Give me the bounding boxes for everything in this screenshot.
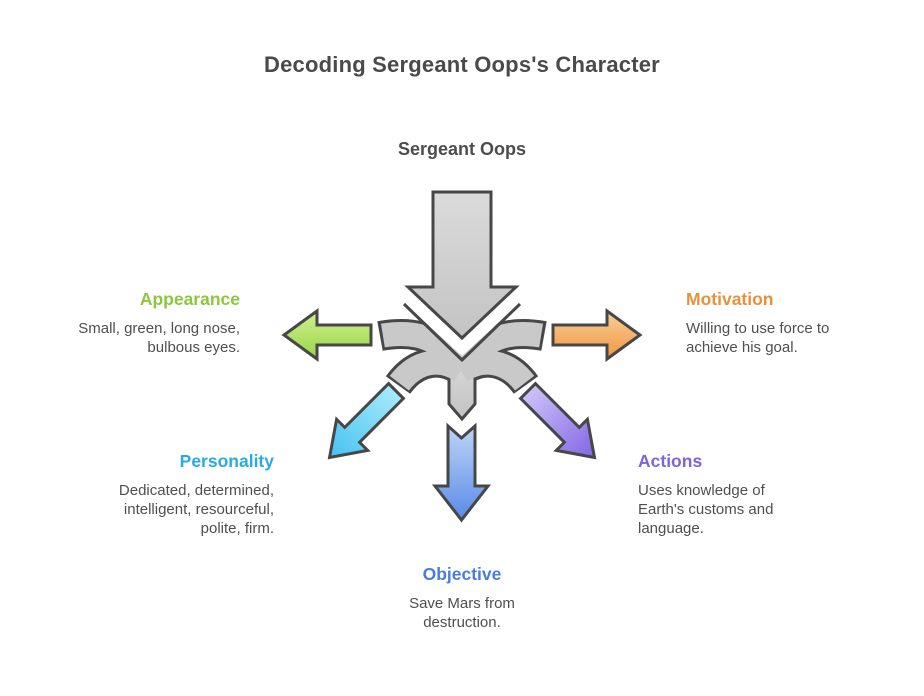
splitter-notch-edge — [402, 302, 522, 363]
actions-arrow — [518, 381, 597, 460]
appearance-heading: Appearance — [139, 289, 240, 309]
objective-heading: Objective — [422, 564, 502, 584]
personality-description: Dedicated, determined, intelligent, reso… — [118, 482, 274, 537]
motivation-arrow — [551, 308, 643, 362]
section-appearance: Appearance Small, green, long nose, bulb… — [60, 288, 240, 357]
actions-description: Uses knowledge of Earth's customs and la… — [638, 482, 774, 537]
appearance-arrow — [281, 308, 373, 362]
appearance-description: Small, green, long nose, bulbous eyes. — [78, 320, 240, 356]
objective-arrow — [431, 422, 492, 523]
motivation-description: Willing to use force to achieve his goal… — [686, 320, 830, 356]
center-node-label: Sergeant Oops — [397, 139, 527, 159]
page-title: Decoding Sergeant Oops's Character — [264, 52, 660, 77]
splitter-branches — [377, 321, 547, 393]
section-actions: Actions Uses knowledge of Earth's custom… — [638, 450, 808, 538]
motivation-heading: Motivation — [686, 289, 774, 309]
actions-heading: Actions — [638, 451, 703, 471]
section-objective: Objective Save Mars from destruction. — [362, 563, 562, 632]
personality-heading: Personality — [179, 451, 274, 471]
tip-gap — [394, 287, 530, 356]
section-motivation: Motivation Willing to use force to achie… — [686, 288, 876, 357]
personality-arrow — [327, 381, 406, 460]
section-personality: Personality Dedicated, determined, intel… — [94, 450, 274, 538]
objective-description: Save Mars from destruction. — [409, 595, 515, 631]
main-down-arrow — [404, 190, 520, 341]
